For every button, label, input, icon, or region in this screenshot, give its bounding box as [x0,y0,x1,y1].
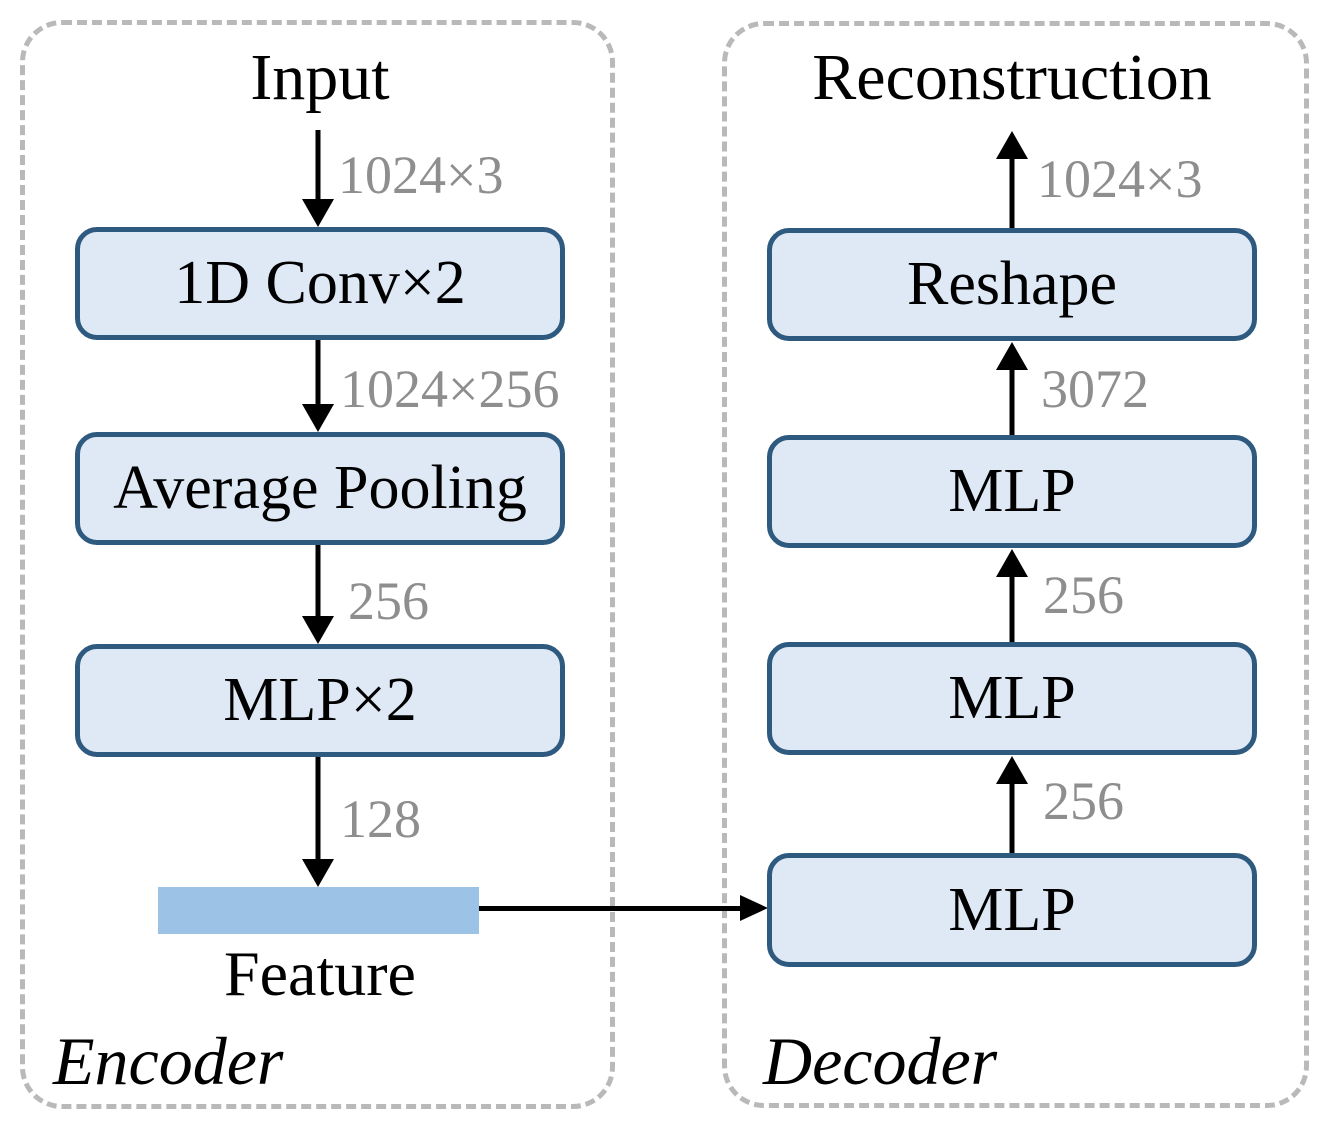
decoder-caption: Decoder [763,1023,998,1099]
tensor-shape-label: 1024×3 [1037,149,1203,209]
reshape-block: Reshape [767,228,1257,341]
tensor-shape-label: 1024×256 [340,359,560,419]
feature-vector-bar [158,887,479,934]
up-arrow-icon [996,342,1028,435]
tensor-shape-label: 3072 [1041,359,1149,419]
tensor-shape-label: 256 [1043,565,1124,625]
down-arrow-icon [302,130,334,227]
decoder-mlp-block-3: MLP [767,435,1257,548]
decoder-mlp-block-1: MLP [767,853,1257,967]
decoder-panel [722,21,1309,1108]
encoder-mlp-block: MLP×2 [75,644,565,757]
tensor-shape-label: 256 [348,571,429,631]
up-arrow-icon [996,549,1028,642]
encoder-caption: Encoder [53,1023,284,1099]
down-arrow-icon [302,340,334,432]
reconstruction-label: Reconstruction [812,41,1212,114]
up-arrow-icon [996,756,1028,853]
encoder-panel [20,20,615,1109]
right-arrow-icon [479,895,768,922]
input-label: Input [250,41,390,114]
tensor-shape-label: 256 [1043,771,1124,831]
up-arrow-icon [996,131,1028,228]
feature-label: Feature [224,938,416,1009]
average-pooling-block: Average Pooling [75,432,565,545]
down-arrow-icon [302,757,334,887]
conv1d-block: 1D Conv×2 [75,227,565,340]
tensor-shape-label: 1024×3 [338,145,504,205]
tensor-shape-label: 128 [340,789,421,849]
decoder-mlp-block-2: MLP [767,642,1257,755]
down-arrow-icon [302,545,334,644]
